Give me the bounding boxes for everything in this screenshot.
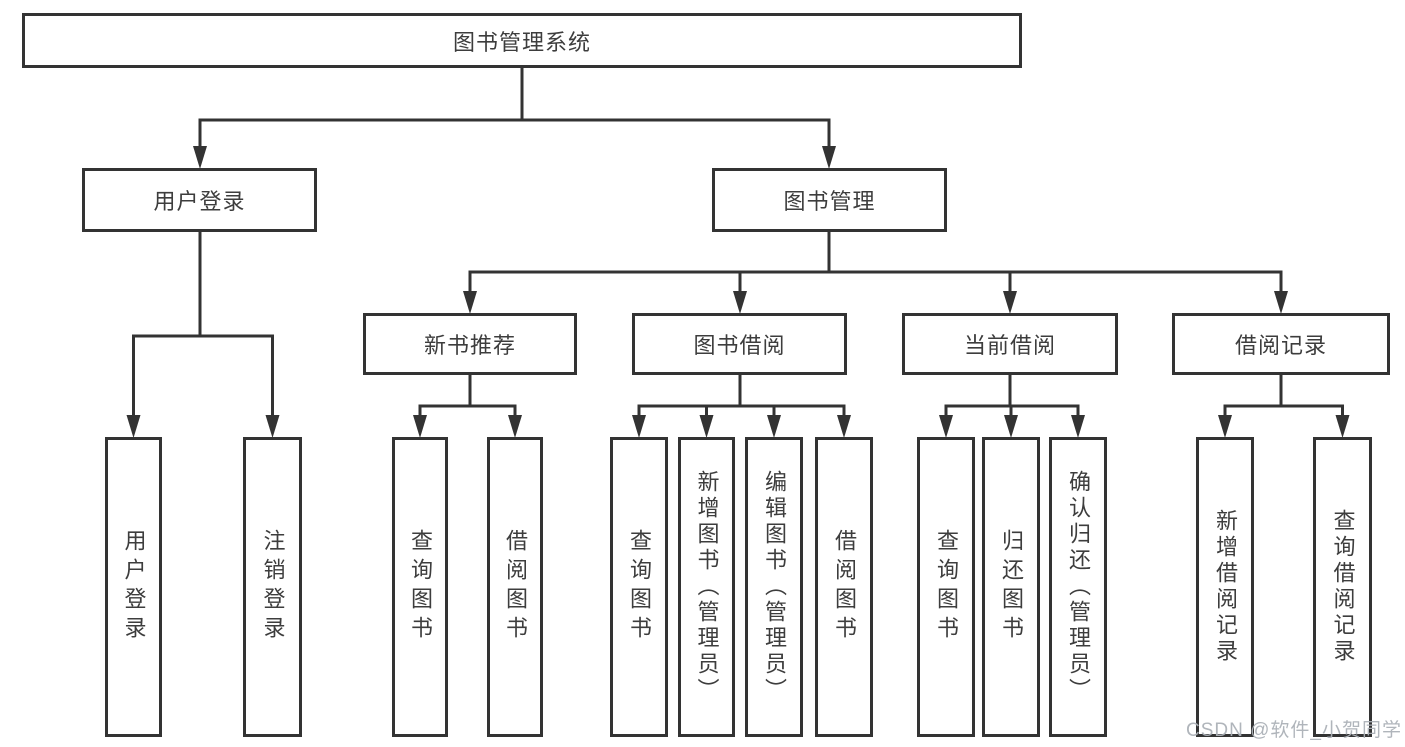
leaf-logout: 注销登录 [243, 437, 302, 737]
node-borrowing-records: 借阅记录 [1172, 313, 1390, 375]
leaf-borrow-books-recommend: 借阅图书 [487, 437, 543, 737]
csdn-watermark: CSDN @软件_小贺同学 [1186, 720, 1402, 741]
leaf-add-borrow-record: 新增借阅记录 [1196, 437, 1254, 737]
leaf-query-books-current: 查询图书 [917, 437, 975, 737]
node-book-management: 图书管理 [712, 168, 947, 232]
node-user-login: 用户登录 [82, 168, 317, 232]
node-new-book-recommend: 新书推荐 [363, 313, 577, 375]
leaf-query-books-recommend: 查询图书 [392, 437, 448, 737]
node-current-borrowing: 当前借阅 [902, 313, 1118, 375]
leaf-add-books-admin: 新增图书（管理员） [678, 437, 735, 737]
leaf-return-books: 归还图书 [982, 437, 1040, 737]
leaf-user-login: 用户登录 [105, 437, 162, 737]
leaf-borrow-books: 借阅图书 [815, 437, 873, 737]
leaf-confirm-return-admin: 确认归还（管理员） [1049, 437, 1107, 737]
node-book-borrowing: 图书借阅 [632, 313, 847, 375]
leaf-edit-books-admin: 编辑图书（管理员） [745, 437, 803, 737]
leaf-query-borrow-record: 查询借阅记录 [1313, 437, 1372, 737]
node-library-management-system: 图书管理系统 [22, 13, 1022, 68]
leaf-query-books-borrowing: 查询图书 [610, 437, 668, 737]
